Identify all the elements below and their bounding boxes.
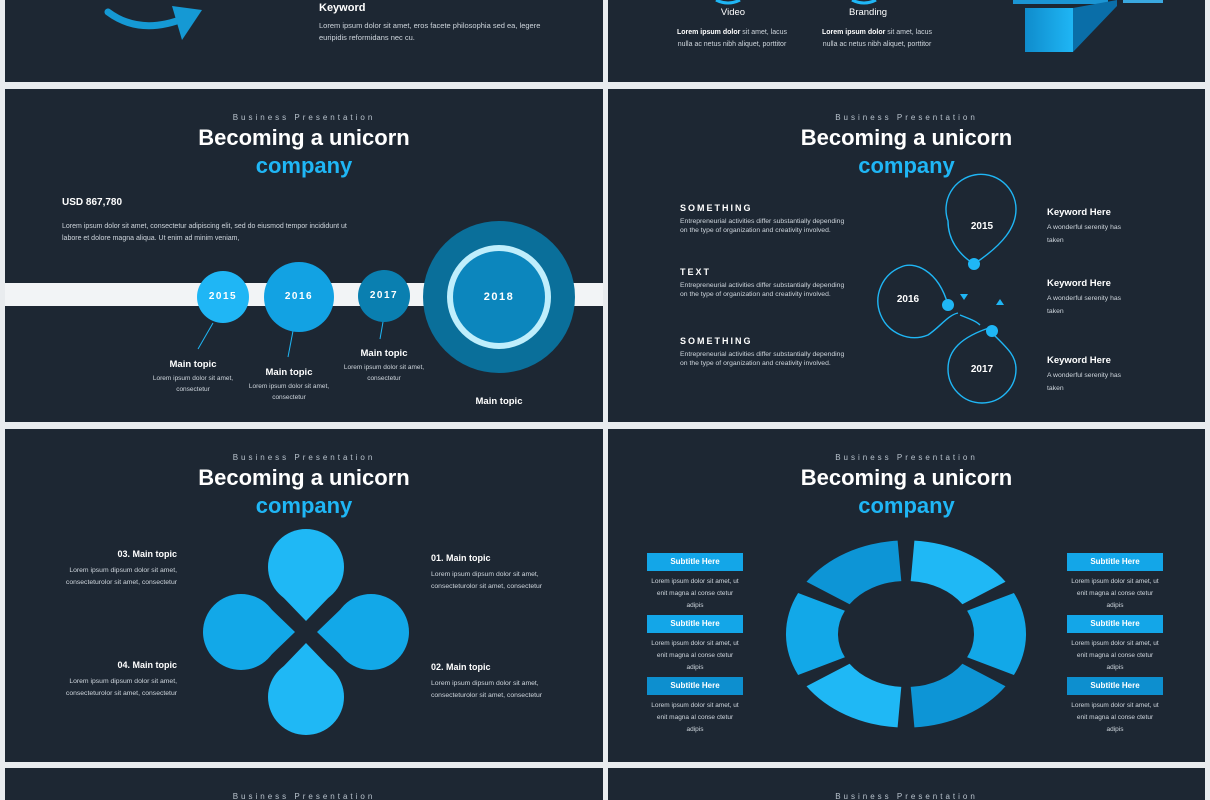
slide-keyword-partial: Keyword Lorem ipsum dolor sit amet, eros… [5,0,603,82]
year-2018: 2018 [483,291,515,303]
left-item-1: SOMETHING Entrepreneurial activities dif… [680,203,845,234]
title-line2: company [858,493,955,518]
petal-right [317,594,409,670]
petal-bottom [268,643,344,735]
eyebrow: Business Presentation [232,113,376,122]
petal-left [203,594,295,670]
eyebrow: Business Presentation [835,792,978,800]
video-label: Video [720,7,746,18]
loop-link [959,314,981,326]
ring-graphic [785,540,1027,728]
ring-segment [785,593,845,675]
loop-2017 [947,326,1017,404]
topic-2016: Main topic Lorem ipsum dolor sit amet,co… [248,367,330,401]
petal-top [268,529,344,621]
year-2017: 2017 [970,364,994,375]
connector-2017 [379,321,384,340]
keyword-desc: Lorem ipsum dolor sit amet, eros facete … [319,21,541,42]
node-2015 [968,258,980,270]
eyebrow: Business Presentation [232,453,376,462]
year-2015: 2015 [208,291,238,302]
subtitle-right-2: Subtitle Here [1067,615,1163,633]
slide-bottom-left-partial: Business Presentation [5,768,603,800]
petals-graphic [203,529,409,735]
ring-segment [806,663,902,728]
topic-2015: Main topic Lorem ipsum dolor sit amet,co… [152,359,234,393]
subtitle-left-2: Subtitle Here [647,615,743,633]
branding-label: Branding [848,7,888,18]
eyebrow: Business Presentation [835,453,978,462]
subtitle-left-1: Subtitle Here [647,553,743,571]
slide-timeline: Business Presentation Becoming a unicorn… [5,89,603,422]
year-circle-2017 [358,270,410,322]
year-circle-2015 [197,271,249,323]
video-icon [715,0,741,5]
ring-segment [967,593,1027,675]
arrow-down-icon [960,294,968,300]
eyebrow: Business Presentation [835,113,978,122]
node-2016 [942,299,954,311]
topic-02: 02. Main topic Lorem ipsum dipsum dolor … [431,662,543,699]
title-line2: company [858,153,955,178]
loop-2015 [945,173,1017,265]
year-2015: 2015 [970,221,994,232]
year-2016: 2016 [896,294,920,305]
topic-04: 04. Main topic Lorem ipsum dipsum dolor … [65,660,177,697]
loop-2016 [877,264,959,339]
title-line1: Becoming a unicorn [800,125,1013,150]
topic-2017: Main topic Lorem ipsum dolor sit amet,co… [343,348,425,382]
ring-segment [910,540,1006,605]
ring-segment [806,540,902,605]
isometric-block-icon [1013,0,1163,52]
subtitle-right-3: Subtitle Here [1067,677,1163,695]
connector-2016 [287,330,294,358]
infinity-graphic [877,173,1017,404]
slide-bottom-right-partial: Business Presentation [608,768,1205,800]
arrow-up-icon [996,299,1004,305]
timeline-graphic [5,221,603,373]
title-line2: company [255,493,353,518]
year-2017: 2017 [369,290,399,301]
title-line1: Becoming a unicorn [198,125,410,150]
year-circle-2018-inner [453,251,545,343]
connector-2015 [197,322,214,350]
topic-2018: Main topic [475,396,523,407]
ring-segment [910,663,1006,728]
subtitle-right-1: Subtitle Here [1067,553,1163,571]
slide-petals: Business Presentation Becoming a unicorn… [5,429,603,762]
subtitle-left-3: Subtitle Here [647,677,743,695]
year-circle-2016 [264,262,334,332]
branding-icon [851,0,877,5]
eyebrow: Business Presentation [232,792,376,800]
title-line1: Becoming a unicorn [800,465,1013,490]
slide-infinity: Business Presentation Becoming a unicorn… [608,89,1205,422]
keyword-heading: Keyword [319,2,366,14]
node-2017 [986,325,998,337]
left-item-2: TEXT Entrepreneurial activities differ s… [680,267,845,298]
left-item-3: SOMETHING Entrepreneurial activities dif… [680,336,845,367]
amount: USD 867,780 [62,197,123,208]
slide-ring: Business Presentation Becoming a unicorn… [608,429,1205,762]
slide-services-partial: Video Branding Lorem ipsum dolor sit ame… [608,0,1205,82]
topic-03: 03. Main topic Lorem ipsum dipsum dolor … [65,549,177,586]
amount-desc: Lorem ipsum dolor sit amet, consectetur … [62,223,347,242]
title-line1: Becoming a unicorn [198,465,410,490]
topic-01: 01. Main topic Lorem ipsum dipsum dolor … [431,553,543,590]
curved-arrow-icon [104,6,202,40]
year-2016: 2016 [284,291,314,302]
title-line2: company [255,153,353,178]
